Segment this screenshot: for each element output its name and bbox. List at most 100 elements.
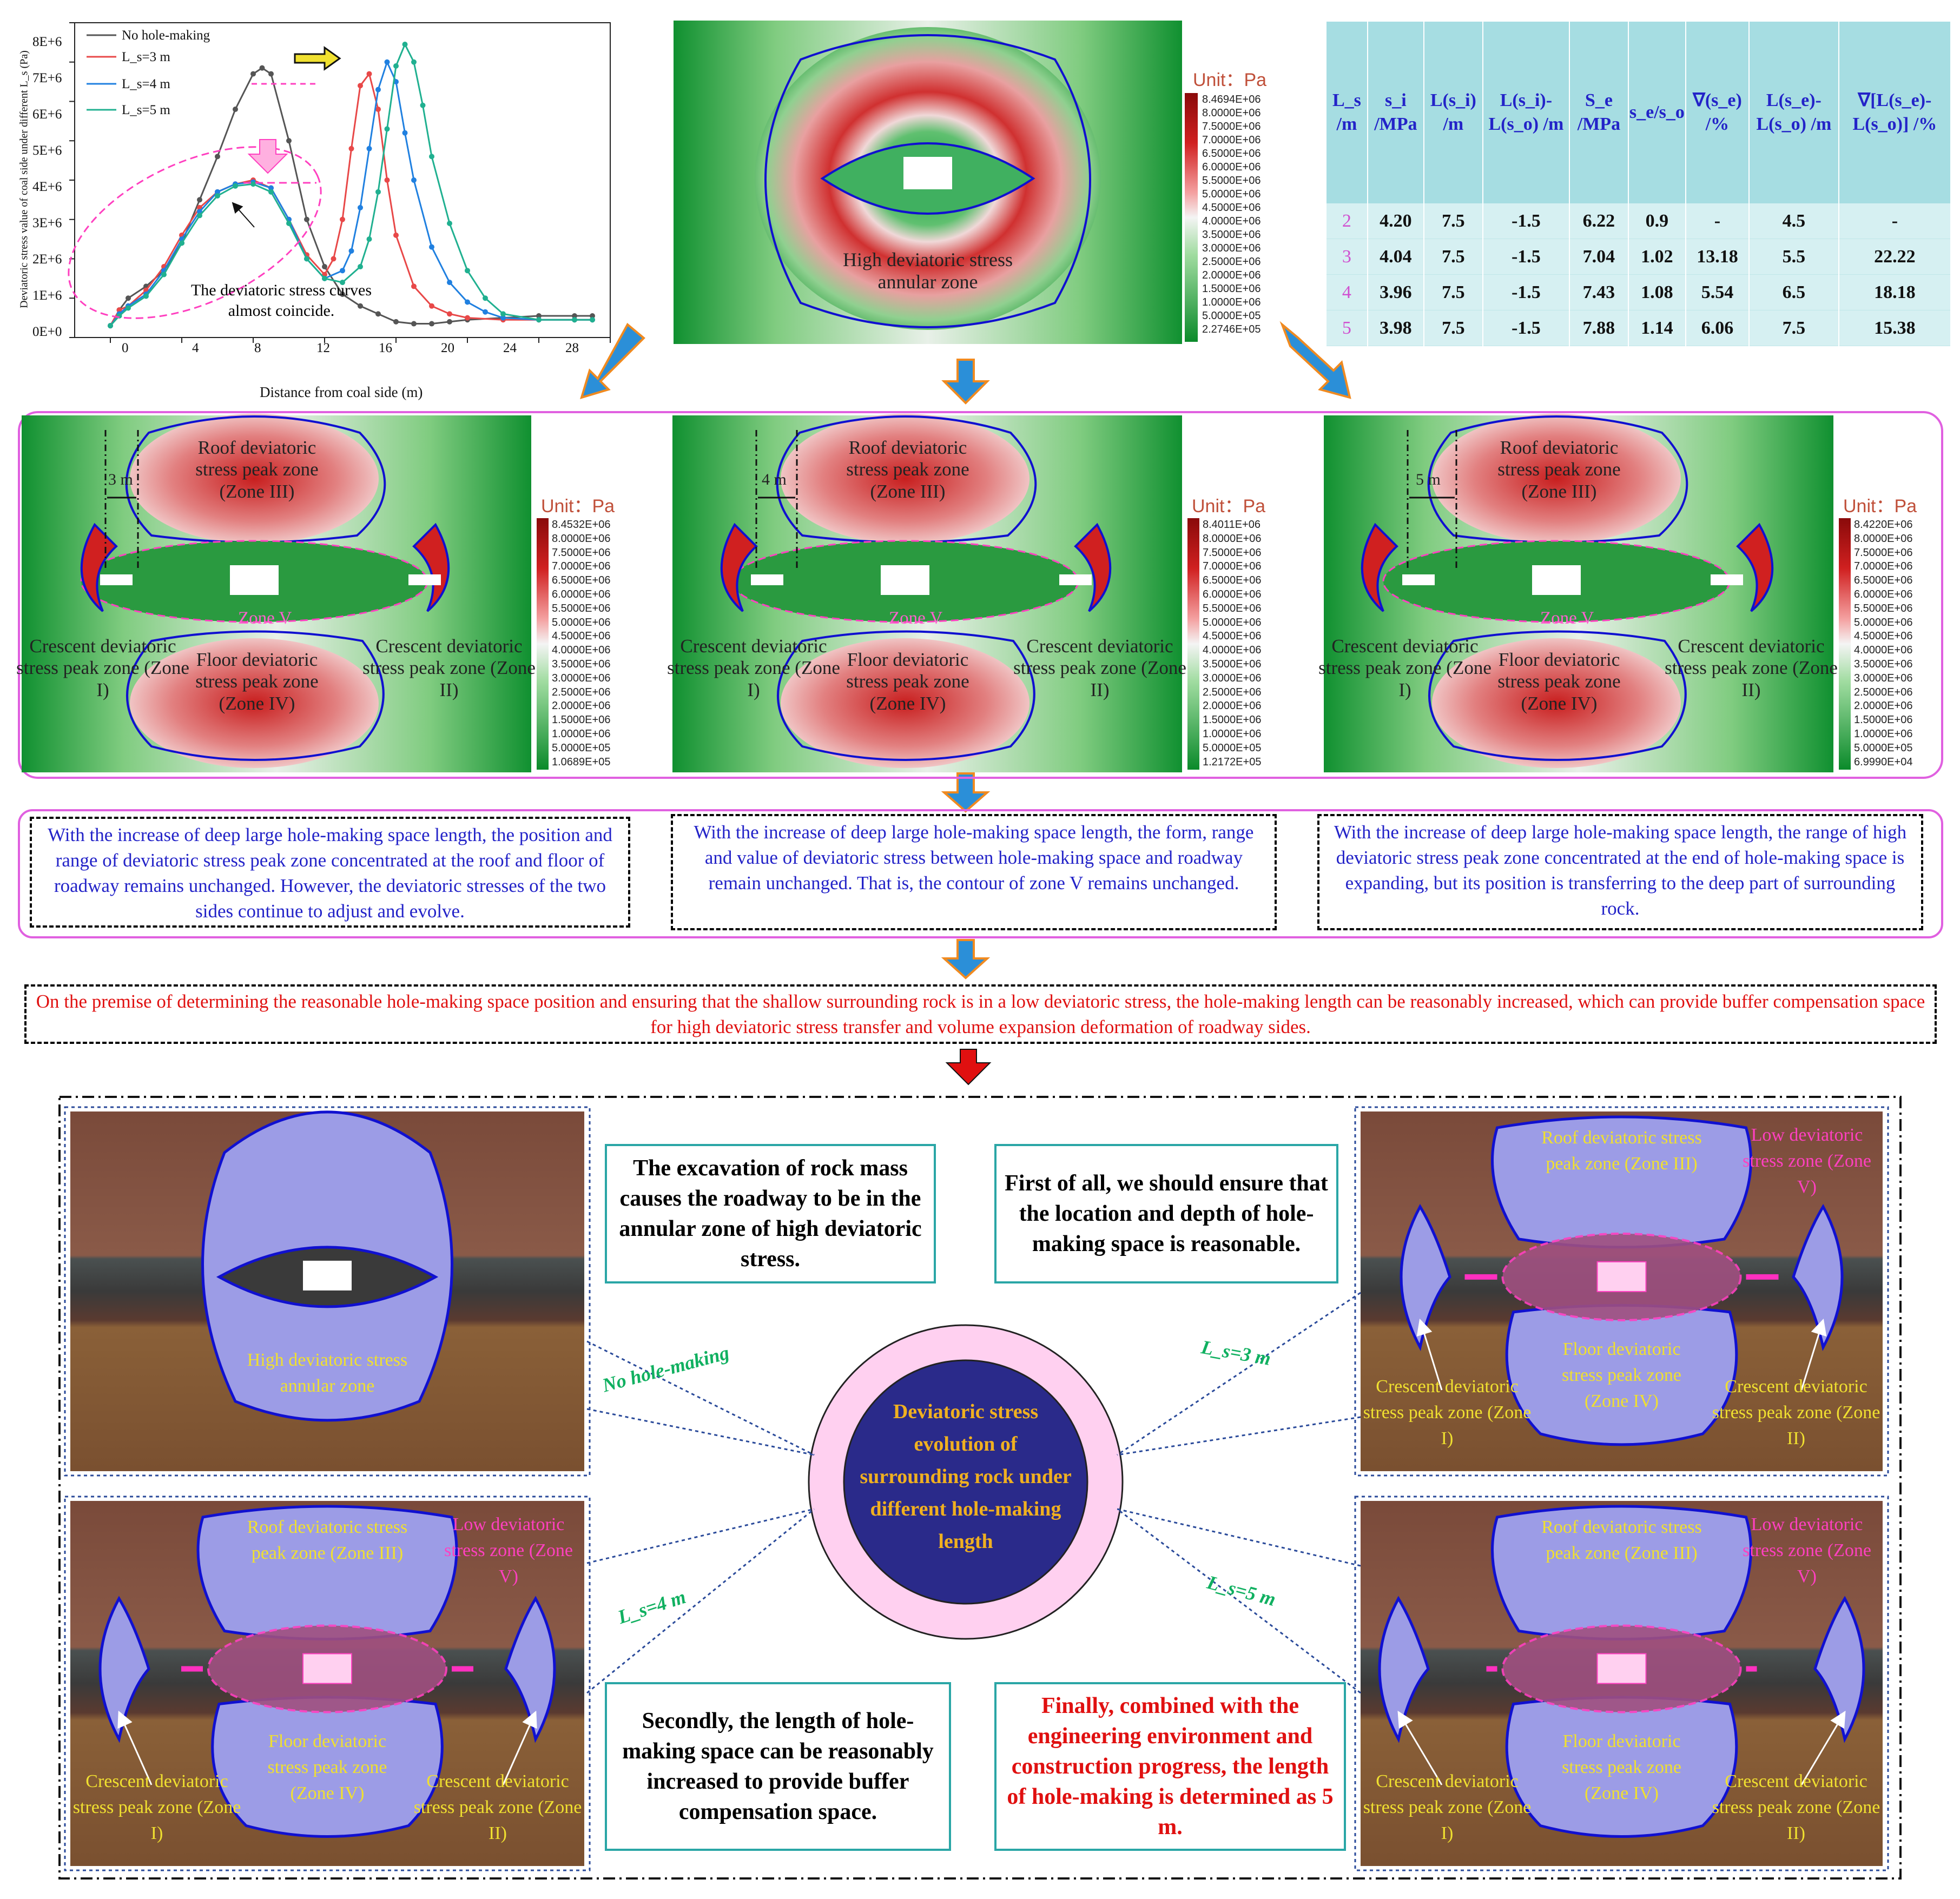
left-zone-label: Crescent deviatoric stress peak zone (Zo… <box>72 1771 241 1843</box>
top-cbar-tick-6: 5.5000E+06 <box>1202 175 1261 187</box>
panel-cbar-tick: 2.0000E+06 <box>1203 700 1262 712</box>
panel-cbar-tick: 5.5000E+06 <box>552 602 611 614</box>
summary-frame <box>58 1096 1902 1880</box>
legend-no-hole: No hole-making <box>122 28 210 43</box>
table-cell: 4.04 <box>1367 239 1424 275</box>
table-cell: 3.98 <box>1367 310 1424 346</box>
point-s0-20 <box>429 321 434 327</box>
point-s3-19 <box>393 63 399 69</box>
panel-cbar-tick: 3.0000E+06 <box>552 672 611 684</box>
table-header-7: L(s_e)-L(s_o) /m <box>1748 22 1839 203</box>
point-s3-5 <box>179 240 184 246</box>
conclusion: On the premise of determining the reason… <box>24 984 1937 1044</box>
top-unit: Unit：Pa <box>1193 70 1267 90</box>
low-zone-label: Low deviatoric stress zone (Zone V) <box>1743 1125 1871 1197</box>
summary-box-4: Finally, combined with the engineering e… <box>994 1682 1346 1851</box>
table-header-5: s_e/s_o <box>1628 22 1686 203</box>
panel-cbar-tick: 4.5000E+06 <box>552 630 611 643</box>
x-axis-label: Distance from coal side (m) <box>260 384 423 400</box>
point-s0-11 <box>268 71 274 77</box>
panel-cbar-tick: 5.0000E+05 <box>1854 742 1913 754</box>
chart-annotation: The deviatoric stress curves almost coin… <box>190 281 372 320</box>
point-s2-23 <box>429 244 434 250</box>
point-s0-24 <box>536 313 542 319</box>
point-s2-10 <box>268 185 274 191</box>
illustration-3 <box>64 1496 591 1871</box>
panel-cbar-tick: 2.0000E+06 <box>552 700 611 712</box>
point-s2-14 <box>340 268 345 274</box>
panel-cbar-tick: 8.4220E+06 <box>1854 519 1913 531</box>
illustration-4 <box>1354 1496 1889 1871</box>
panel-cbar-tick: 5.5000E+06 <box>1854 602 1913 614</box>
panel-cbar-tick: 7.0000E+06 <box>552 560 611 573</box>
top-cbar-tick-1: 8.0000E+06 <box>1202 107 1261 119</box>
note-3: With the increase of deep large hole-mak… <box>1317 814 1923 930</box>
point-s3-0 <box>108 323 113 329</box>
panel-length-3: 5 m <box>1416 471 1441 488</box>
table-header-1: s_i /MPa <box>1367 22 1424 203</box>
panel-cbar-tick: 7.5000E+06 <box>552 546 611 559</box>
table-cell: 15.38 <box>1838 310 1952 346</box>
stress-panel-3 <box>1324 414 1851 772</box>
top-cbar-tick-3: 7.0000E+06 <box>1202 134 1261 146</box>
point-s3-12 <box>304 256 309 262</box>
point-s1-15 <box>340 216 345 222</box>
point-s3-9 <box>250 181 256 187</box>
point-s0-18 <box>393 319 399 325</box>
point-s0-10 <box>259 65 265 71</box>
point-s0-6 <box>197 197 202 203</box>
zone-v-label: Zone V <box>1540 608 1594 628</box>
table-cell: 5 <box>1327 310 1368 346</box>
table-header-0: L_s /m <box>1327 22 1368 203</box>
point-s2-24 <box>447 280 452 286</box>
y-tick-7: 7E+6 <box>32 71 62 85</box>
roof-zone-label: Roof deviatoric stress peak zone (Zone I… <box>1541 1128 1702 1174</box>
y-tick-0: 0E+0 <box>32 325 62 339</box>
panel-cbar-tick: 8.0000E+06 <box>1854 532 1913 545</box>
table-cell: 3 <box>1327 239 1368 275</box>
x-tick-4: 4 <box>192 341 199 355</box>
point-s3-7 <box>215 193 220 199</box>
panel-cbar-tick: 2.5000E+06 <box>552 686 611 698</box>
point-s0-9 <box>250 71 256 77</box>
point-s1-1 <box>116 307 122 313</box>
low-zone-label: Low deviatoric stress zone (Zone V) <box>444 1514 573 1586</box>
panel-cbar-tick: 2.5000E+06 <box>1854 686 1913 698</box>
point-s0-16 <box>358 303 363 309</box>
low-zone-label: Low deviatoric stress zone (Zone V) <box>1743 1514 1871 1586</box>
x-tick-0: 0 <box>122 341 129 355</box>
point-s0-12 <box>286 138 292 144</box>
top-cbar-tick-12: 2.5000E+06 <box>1202 256 1261 268</box>
center-text: Deviatoric stress evolution of surroundi… <box>860 1400 1072 1553</box>
note-1: With the increase of deep large hole-mak… <box>30 817 630 928</box>
right-zone-label: Crescent deviatoric stress peak zone (Zo… <box>1712 1771 1880 1843</box>
table-cell: -1.5 <box>1482 274 1570 310</box>
stress-panel-1 <box>22 414 549 772</box>
panel-length-1: 3 m <box>108 471 133 488</box>
point-s0-21 <box>447 319 452 325</box>
panel-length-2: 4 m <box>762 471 787 488</box>
panel-cbar-tick: 1.0000E+06 <box>552 727 611 740</box>
floor-zone-label: Floor deviatoric stress peak zone (Zone … <box>195 649 319 714</box>
floor-zone-label: Floor deviatoric stress peak zone (Zone … <box>1497 649 1621 714</box>
top-cbar-tick-15: 1.0000E+06 <box>1202 296 1261 308</box>
roof-zone-label: Roof deviatoric stress peak zone (Zone I… <box>195 437 319 502</box>
legend-ls4: L_s=4 m <box>122 77 170 91</box>
panel-cbar-tick: 3.5000E+06 <box>552 658 611 670</box>
point-s3-10 <box>268 189 274 195</box>
panel-cbar-tick: 8.0000E+06 <box>552 532 611 545</box>
point-s3-15 <box>358 264 363 270</box>
floor-zone-label: Floor deviatoric stress peak zone (Zone … <box>1562 1731 1681 1803</box>
roof-zone-label: Roof deviatoric stress peak zone (Zone I… <box>846 437 969 502</box>
point-s3-30 <box>590 317 595 323</box>
x-tick-16: 16 <box>379 341 392 355</box>
panel-unit: Unit：Pa <box>1192 496 1266 517</box>
top-cbar-tick-4: 6.5000E+06 <box>1202 148 1261 160</box>
table-cell: 7.5 <box>1423 239 1483 275</box>
table-cell: 7.5 <box>1423 310 1483 346</box>
point-s3-4 <box>161 272 167 277</box>
